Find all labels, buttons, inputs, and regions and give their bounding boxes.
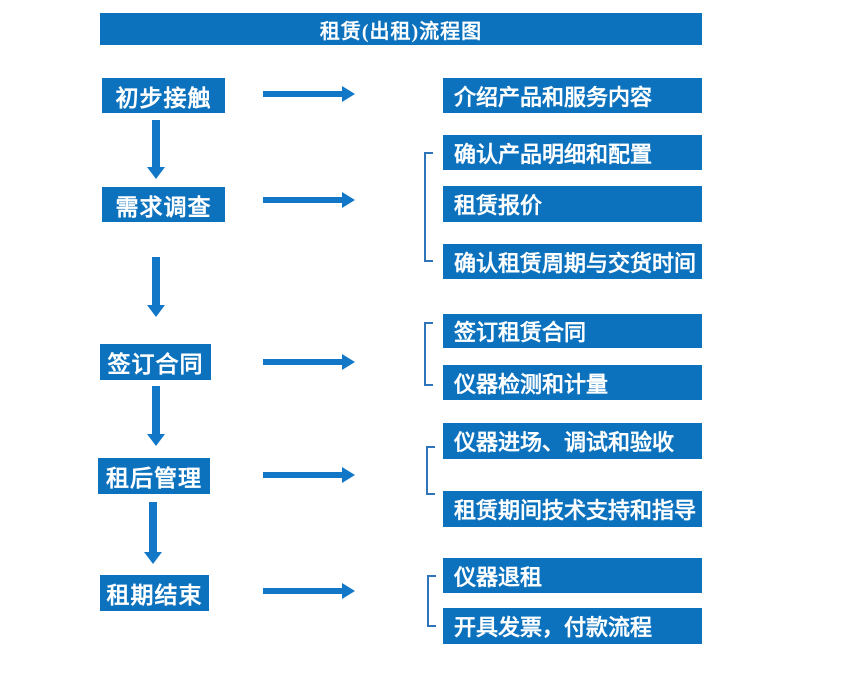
page-title: 租赁(出租)流程图	[319, 20, 483, 43]
detail-box: 确认产品明细和配置	[443, 135, 702, 170]
detail-box: 确认租赁周期与交货时间	[443, 244, 702, 279]
arrow-down-icon	[147, 257, 165, 317]
step-box-demand-survey: 需求调查	[102, 187, 225, 222]
step-box-rental-end: 租期结束	[100, 575, 209, 611]
arrow-shaft	[149, 502, 157, 554]
arrow-shaft	[263, 472, 342, 478]
title-banner: 租赁(出租)流程图	[100, 13, 702, 45]
group-bracket	[424, 322, 433, 386]
arrow-shaft	[152, 120, 160, 169]
arrow-shaft	[263, 91, 342, 97]
step-box-sign-contract: 签订合同	[100, 344, 211, 380]
arrow-shaft	[152, 257, 160, 307]
detail-box: 介绍产品和服务内容	[443, 78, 702, 113]
arrow-shaft	[263, 359, 342, 365]
arrow-down-icon	[147, 386, 165, 446]
group-bracket	[427, 575, 436, 627]
arrow-down-icon	[147, 120, 165, 179]
group-bracket	[426, 446, 435, 495]
step-box-post-rental-management: 租后管理	[98, 458, 210, 494]
detail-box: 开具发票，付款流程	[443, 608, 702, 644]
arrow-right-icon	[263, 467, 355, 483]
arrow-shaft	[263, 197, 342, 203]
arrow-shaft	[263, 588, 342, 594]
detail-box: 租赁期间技术支持和指导	[443, 491, 702, 527]
detail-box: 仪器进场、调试和验收	[443, 423, 702, 459]
detail-box: 租赁报价	[443, 186, 702, 222]
arrow-right-icon	[263, 354, 355, 370]
arrow-down-icon	[144, 502, 162, 564]
arrow-right-icon	[263, 86, 355, 102]
detail-box: 仪器检测和计量	[443, 365, 702, 400]
detail-box: 仪器退租	[443, 558, 702, 593]
step-box-initial-contact: 初步接触	[102, 78, 225, 113]
detail-box: 签订租赁合同	[443, 314, 702, 348]
group-bracket	[424, 152, 433, 262]
arrow-right-icon	[263, 192, 355, 208]
arrow-shaft	[152, 386, 160, 436]
arrow-right-icon	[263, 583, 355, 599]
